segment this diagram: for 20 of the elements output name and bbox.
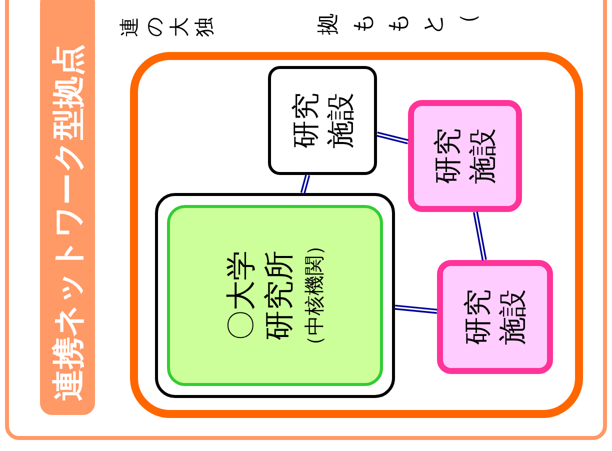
text-fragment: と (423, 12, 445, 35)
hub-box (155, 193, 395, 398)
partner-facility-box: 研究施設 (437, 260, 553, 374)
double-connector (394, 304, 438, 314)
double-connector (300, 174, 310, 194)
title-banner: 連携ネットワーク型拠点 (40, 0, 95, 415)
double-connector (376, 132, 409, 144)
text-fragment: （ (458, 13, 480, 35)
double-connector (472, 212, 487, 260)
text-fragment: 独 (194, 17, 214, 37)
text-fragment: の (144, 17, 164, 37)
text-fragment: 連 (119, 17, 139, 37)
text-fragment: 拠 (318, 13, 340, 35)
text-fragment: も (353, 12, 375, 35)
hub-institution-box: 〇大学研究所 （中核機関） (167, 205, 383, 386)
text-fragment: 大 (169, 17, 189, 37)
facility-box: 研究施設 (268, 66, 377, 175)
network-frame (130, 52, 583, 418)
partner-facility-box: 研究施設 (408, 100, 522, 212)
text-fragment: も (388, 12, 410, 35)
